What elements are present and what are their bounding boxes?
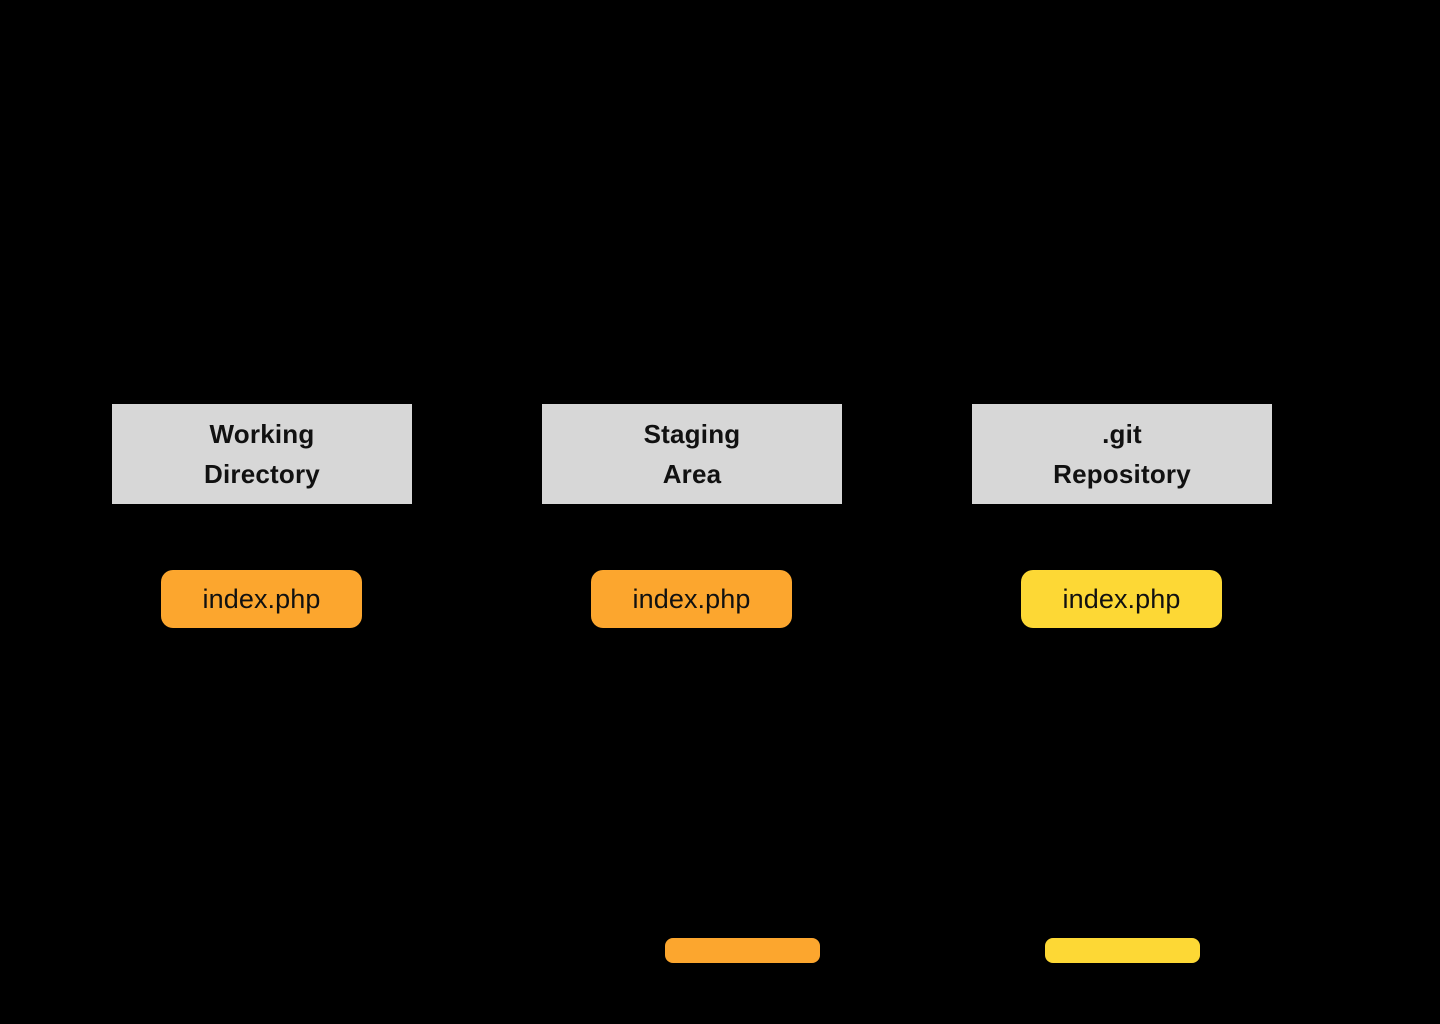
zone-box-git-repository: .git Repository — [972, 404, 1272, 504]
zone-title-line-2: Directory — [204, 459, 320, 489]
zone-title-line-2: Repository — [1053, 459, 1191, 489]
zone-title-line-1: .git — [1102, 419, 1142, 449]
repository-bottom-bar[interactable] — [1045, 938, 1200, 963]
zone-title-line-2: Area — [662, 459, 722, 489]
zone-box-staging-area: Staging Area — [542, 404, 842, 504]
zone-title-line-1: Working — [209, 419, 315, 449]
zone-box-working-directory: Working Directory — [112, 404, 412, 504]
file-pill-label: index.php — [202, 583, 321, 614]
file-pill-git-repository[interactable]: index.php — [1021, 570, 1222, 628]
file-pill-label: index.php — [632, 583, 751, 614]
staging-bottom-bar[interactable] — [665, 938, 820, 963]
file-pill-working-directory[interactable]: index.php — [161, 570, 362, 628]
file-pill-staging-area[interactable]: index.php — [591, 570, 792, 628]
file-pill-label: index.php — [1062, 583, 1181, 614]
zone-title-line-1: Staging — [643, 419, 741, 449]
